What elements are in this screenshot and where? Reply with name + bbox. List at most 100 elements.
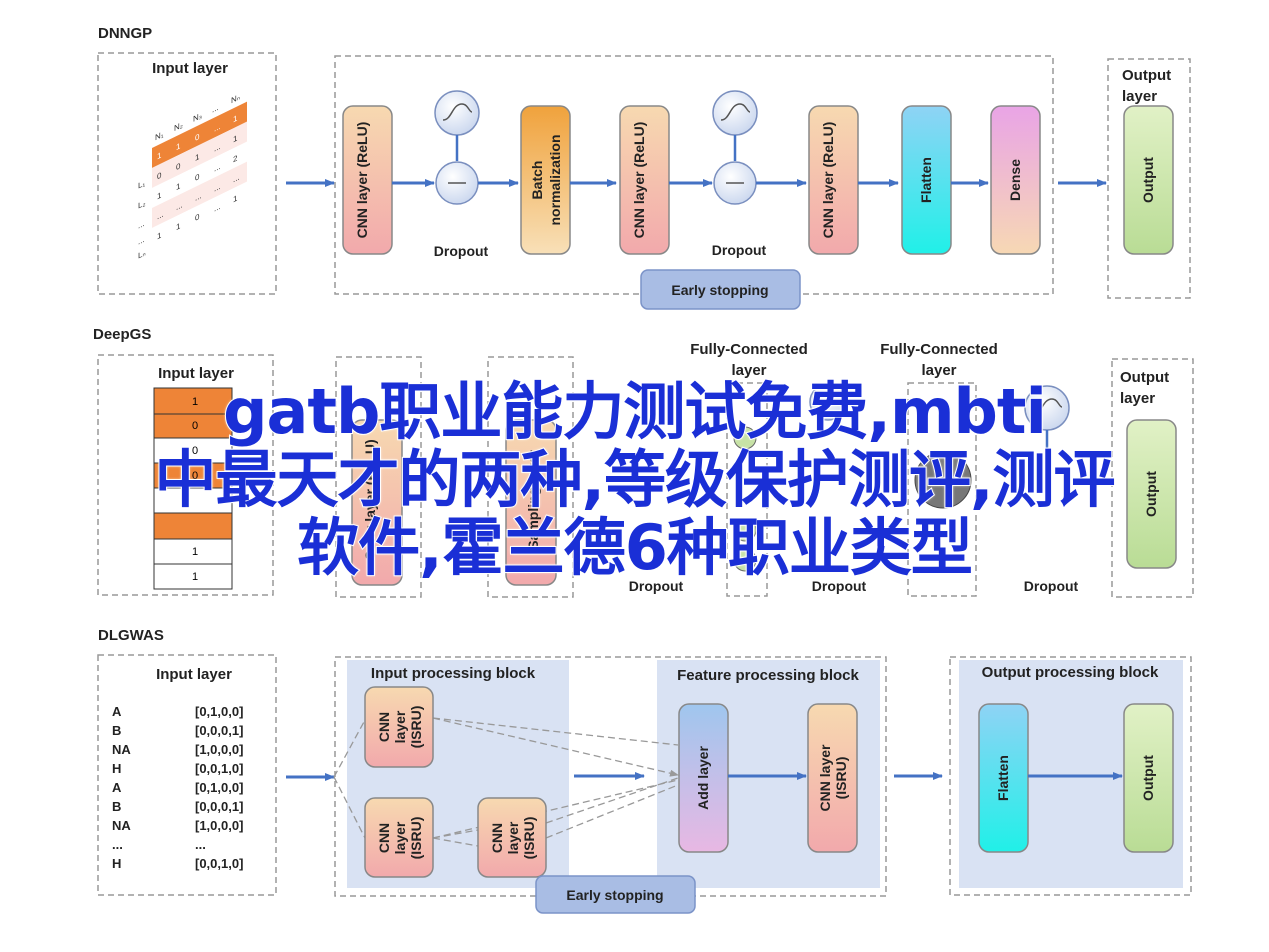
- deepgs-dropout-2-label: Dropout: [812, 578, 867, 594]
- matrix-cell: ...: [157, 209, 164, 222]
- fc2-node: [914, 451, 972, 509]
- dnngp-early-stopping: [640, 269, 801, 310]
- deepgs-input-title: Input layer: [158, 365, 234, 382]
- deepgs-sampling-frame: [487, 356, 574, 598]
- dlgwas-title: DLGWAS: [98, 627, 164, 644]
- dnngp-early-stopping-label: Early stopping: [671, 282, 768, 298]
- dnngp-cnn-layer-3: [808, 105, 859, 255]
- dlgwas-output-block-title: Output processing block: [982, 664, 1159, 681]
- dlgwas-cnn-isru-1: [364, 686, 434, 768]
- dlgwas-add-layer-label: Add layer: [695, 746, 711, 810]
- deepgs-output-label: Output: [1143, 471, 1159, 517]
- dnngp-input-title: Input layer: [152, 60, 228, 77]
- genotype-code: NA: [112, 742, 131, 757]
- matrix-cell: 1: [195, 151, 200, 163]
- dlgwas-flatten-label: Flatten: [995, 755, 1011, 801]
- matrix-cell: 0: [195, 211, 200, 223]
- fc1-node: [733, 518, 757, 542]
- genotype-vector: ...: [195, 837, 206, 852]
- genotype-vector: [0,1,0,0]: [195, 780, 243, 795]
- matrix-cell: 1: [233, 193, 238, 205]
- matrix-cell: ...: [214, 161, 221, 174]
- matrix-row-header: ...: [138, 234, 145, 247]
- matrix-cell: 0: [195, 131, 200, 143]
- dnngp-cnn-layer-3-label: CNN layer (ReLU): [820, 122, 836, 239]
- matrix-cell: 2: [233, 153, 238, 165]
- dlgwas-output-label: Output: [1140, 755, 1156, 801]
- dnngp-dropout-2-label: Dropout: [712, 242, 767, 258]
- matrix-cell: 1: [233, 113, 238, 125]
- fc1-node: [733, 426, 757, 450]
- matrix-cell: ...: [214, 141, 221, 154]
- genotype-code: H: [112, 856, 121, 871]
- matrix-col-header: N₁: [155, 129, 164, 143]
- input-cell: 1: [192, 546, 198, 558]
- input-cell: 0: [192, 470, 198, 482]
- matrix-row-header: L₂: [138, 198, 146, 211]
- deepgs-input-frame: [97, 354, 274, 596]
- genotype-code: NA: [112, 818, 131, 833]
- matrix-cell: ...: [214, 201, 221, 214]
- dlgwas-input-frame: [97, 654, 277, 896]
- matrix-col-header: Nₙ: [231, 92, 240, 106]
- genotype-vector: [0,0,0,1]: [195, 799, 243, 814]
- dlgwas-cnn-isru-2-label: CNNlayer(ISRU): [376, 817, 424, 860]
- deepgs-sampling-layer: [505, 419, 557, 586]
- dlgwas-add-layer: [678, 703, 729, 853]
- activation-icon: [809, 383, 847, 421]
- dnngp-dense-layer: [990, 105, 1041, 255]
- matrix-col-header: ...: [212, 102, 219, 115]
- deepgs-conv-frame: [335, 356, 422, 598]
- matrix-col-header: N₃: [193, 110, 202, 124]
- matrix-cell: 1: [176, 180, 181, 192]
- genotype-code: B: [112, 723, 121, 738]
- dlgwas-cnn-isru-3: [477, 797, 547, 878]
- matrix-cell: 1: [176, 220, 181, 232]
- matrix-cell: ...: [195, 190, 202, 203]
- dnngp-dense-label: Dense: [1007, 159, 1023, 201]
- matrix-row-header: ...: [138, 218, 145, 231]
- matrix-cell: 0: [176, 160, 181, 172]
- genotype-vector: [1,0,0,0]: [195, 818, 243, 833]
- deepgs-conv-layer: [351, 419, 403, 586]
- genotype-vector: [0,0,1,0]: [195, 856, 243, 871]
- dlgwas-early-stopping-label: Early stopping: [566, 887, 663, 903]
- deepgs-fc2-frame: [907, 382, 977, 597]
- deepgs-output-node: [1126, 419, 1177, 569]
- dlgwas-output-frame: [949, 656, 1192, 896]
- matrix-cell: 1: [176, 140, 181, 152]
- overlay-line-2: 中最天才的两种,等级保护测评,测评: [153, 443, 1116, 516]
- input-cell: 0: [192, 420, 198, 432]
- genotype-vector: [0,0,1,0]: [195, 761, 243, 776]
- dnngp-title: DNNGP: [98, 25, 152, 42]
- dnngp-flatten-label: Flatten: [918, 157, 934, 203]
- dnngp-cnn-layer-2-label: CNN layer (ReLU): [631, 122, 647, 239]
- dnngp-flatten-layer: [901, 105, 952, 255]
- genotype-code: B: [112, 799, 121, 814]
- matrix-row-header: L₁: [138, 178, 145, 191]
- genotype-code: H: [112, 761, 121, 776]
- matrix-col-header: N₂: [174, 119, 183, 133]
- dlgwas-encoding-table: A [0,1,0,0] B [0,0,0,1] NA [1,0,0,0] H […: [112, 704, 243, 871]
- dnngp-dropout-1-label: Dropout: [434, 243, 489, 259]
- activation-icon: [712, 90, 758, 136]
- matrix-cell: 0: [195, 171, 200, 183]
- watermark-overlay-text: gatb职业能力测试免费,mbti 中最天才的两种,等级保护测评,测评 软件,霍…: [0, 377, 1269, 583]
- dlgwas-input-block-title: Input processing block: [371, 665, 536, 682]
- deepgs-conv-label: Conv layer (ReLU): [362, 439, 378, 560]
- matrix-cell: 0: [157, 170, 162, 182]
- deepgs-dropout-3-label: Dropout: [1024, 578, 1079, 594]
- matrix-cell: ...: [233, 172, 240, 185]
- dlgwas-cnn-isru-3-label: CNNlayer(ISRU): [489, 817, 537, 860]
- activation-icon: [434, 90, 480, 136]
- matrix-row-header: Lₙ: [138, 248, 146, 261]
- deepgs-dropout-1-label: Dropout: [629, 578, 684, 594]
- matrix-cell: ...: [214, 181, 221, 194]
- matrix-cell: ...: [214, 121, 221, 134]
- input-cell: 1: [192, 571, 198, 583]
- dnngp-output-label: Output: [1140, 157, 1156, 203]
